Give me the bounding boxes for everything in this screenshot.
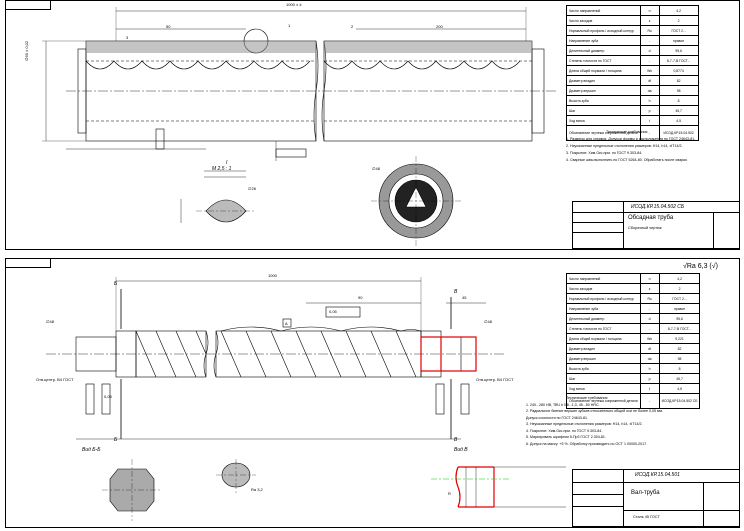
callout-3: 3 (126, 35, 129, 40)
dim-right-length: 45 (462, 295, 467, 300)
note-item: 3. Покрытие: Хим.Окс.прм. по ГОСТ 9.303-… (566, 151, 643, 155)
dim-total-length: 1000 ± 4 (286, 2, 302, 7)
drawing-sheet-assembly[interactable]: 1000 ± 4 50 200 ∅60 ± 0,02 1 2 3 I М 2,5… (5, 0, 740, 250)
note-item: 6. Допуск на массу: +5 %. Обработку прои… (526, 441, 648, 446)
note-item: 3. Неуказанные предельные отклонения раз… (526, 422, 643, 426)
detail-dia-2: ∅48 (372, 166, 380, 171)
view-bb-label: Вид Б-Б (82, 447, 101, 453)
drawing-title: Вал-труба (631, 490, 660, 496)
local-roughness: Ra 3,2 (251, 487, 263, 492)
center-hole-right: Отв.центр. В4 ГОСТ (476, 377, 514, 382)
note-item: 4. Покрытие: Хим.Окс.прм. по ГОСТ 9.303-… (526, 428, 603, 433)
drawing-material: Сталь 45 ГОСТ (633, 515, 660, 519)
dim-mid-length: 90 (358, 295, 363, 300)
general-roughness: √Ra 6,3 (√) (683, 263, 718, 270)
note-item: 5. Маркировать шрифтом 5-Пр3 ГОСТ 2.304-… (526, 435, 606, 439)
note-item: 1. Размеры для справок. Допуски формы и … (566, 137, 696, 141)
dim-diameter: ∅60 ± 0,02 (24, 40, 29, 61)
detail-dia: ∅26 (248, 186, 256, 191)
view-v-label: Вид В (454, 447, 468, 453)
section-mark-v-top: В (454, 289, 458, 295)
tolerance-value: 0,05 (329, 309, 337, 314)
notes-heading: Технические требования (566, 396, 608, 400)
table-row: Обозначение чертежа сопряженной детали-И… (566, 125, 699, 141)
dia-left: ∅48 (46, 319, 54, 324)
drawing-title: Обсадная труба (628, 215, 674, 221)
part-drawing-view (46, 277, 566, 521)
dim-left-length: 50 (166, 24, 171, 29)
drawing-material: Сборочный чертеж (628, 226, 662, 230)
drawing-code: ИСОД.КР.15.04.502 СБ (631, 204, 685, 210)
section-mark-b-top: Б (114, 281, 118, 287)
note-item: 2. Радиальное биение вершин зубьев относ… (526, 409, 663, 413)
dia-right: ∅48 (484, 319, 492, 324)
note-item: Допуск соосности по ГОСТ 24643-81. (526, 415, 588, 420)
center-hole-left: Отв.центр. В4 ГОСТ (36, 377, 74, 382)
table-row: Обозначение чертежа сопряженной детали-И… (566, 393, 701, 409)
drawing-code: ИСОД.КР.15.04.501 (635, 472, 680, 478)
assembly-drawing-view (42, 7, 556, 246)
table-row: Степень точности по ГОСТ-8-7-7-В ГОСТ... (566, 323, 701, 334)
table-row: Степень точности по ГОСТ-8-7-7-В ГОСТ... (566, 55, 699, 66)
table-row: Направление зуба-правое (566, 35, 699, 46)
section-label: I (226, 160, 228, 166)
section-scale: М 2,5 : 1 (212, 166, 232, 172)
datum-label: А (285, 321, 288, 326)
note-item: 2. Неуказанные предельные отклонения раз… (566, 144, 683, 148)
table-row: Направление зуба-правое (566, 303, 701, 314)
radius-label: R (448, 491, 451, 496)
title-block: ИСОД.КР.15.04.502 СБ Обсадная труба Сбор… (572, 201, 740, 249)
technical-notes: Технические требования 1. 240...280 HB, … (526, 395, 663, 447)
drawing-sheet-part[interactable]: √Ra 6,3 (√) 1000 90 45 ∅48 ∅48 Отв.центр… (5, 258, 740, 528)
technical-notes: Технические требования 1. Размеры для сп… (566, 129, 695, 164)
sheet-corner-tab (6, 1, 51, 10)
dim-right-length: 200 (436, 24, 443, 29)
notes-heading: Технические требования (606, 130, 648, 134)
note-item: 1. 240...280 HB, ТВЧ h 0,8...1,0, 45...5… (526, 402, 600, 407)
note-item: 4. Сварные швы выполнить по ГОСТ 5264-80… (566, 158, 688, 162)
sheet-corner-tab (6, 259, 51, 268)
title-block: ИСОД.КР.15.04.501 Вал-труба Сталь 45 ГОС… (572, 469, 740, 527)
dim-total-length: 1000 (268, 273, 277, 278)
section-mark-v-bottom: В (454, 437, 458, 443)
callout-1: 1 (288, 23, 291, 28)
section-mark-b-bottom: Б (114, 437, 118, 443)
callout-2: 2 (351, 24, 354, 29)
tolerance-value-2: 0,03 (104, 394, 112, 399)
